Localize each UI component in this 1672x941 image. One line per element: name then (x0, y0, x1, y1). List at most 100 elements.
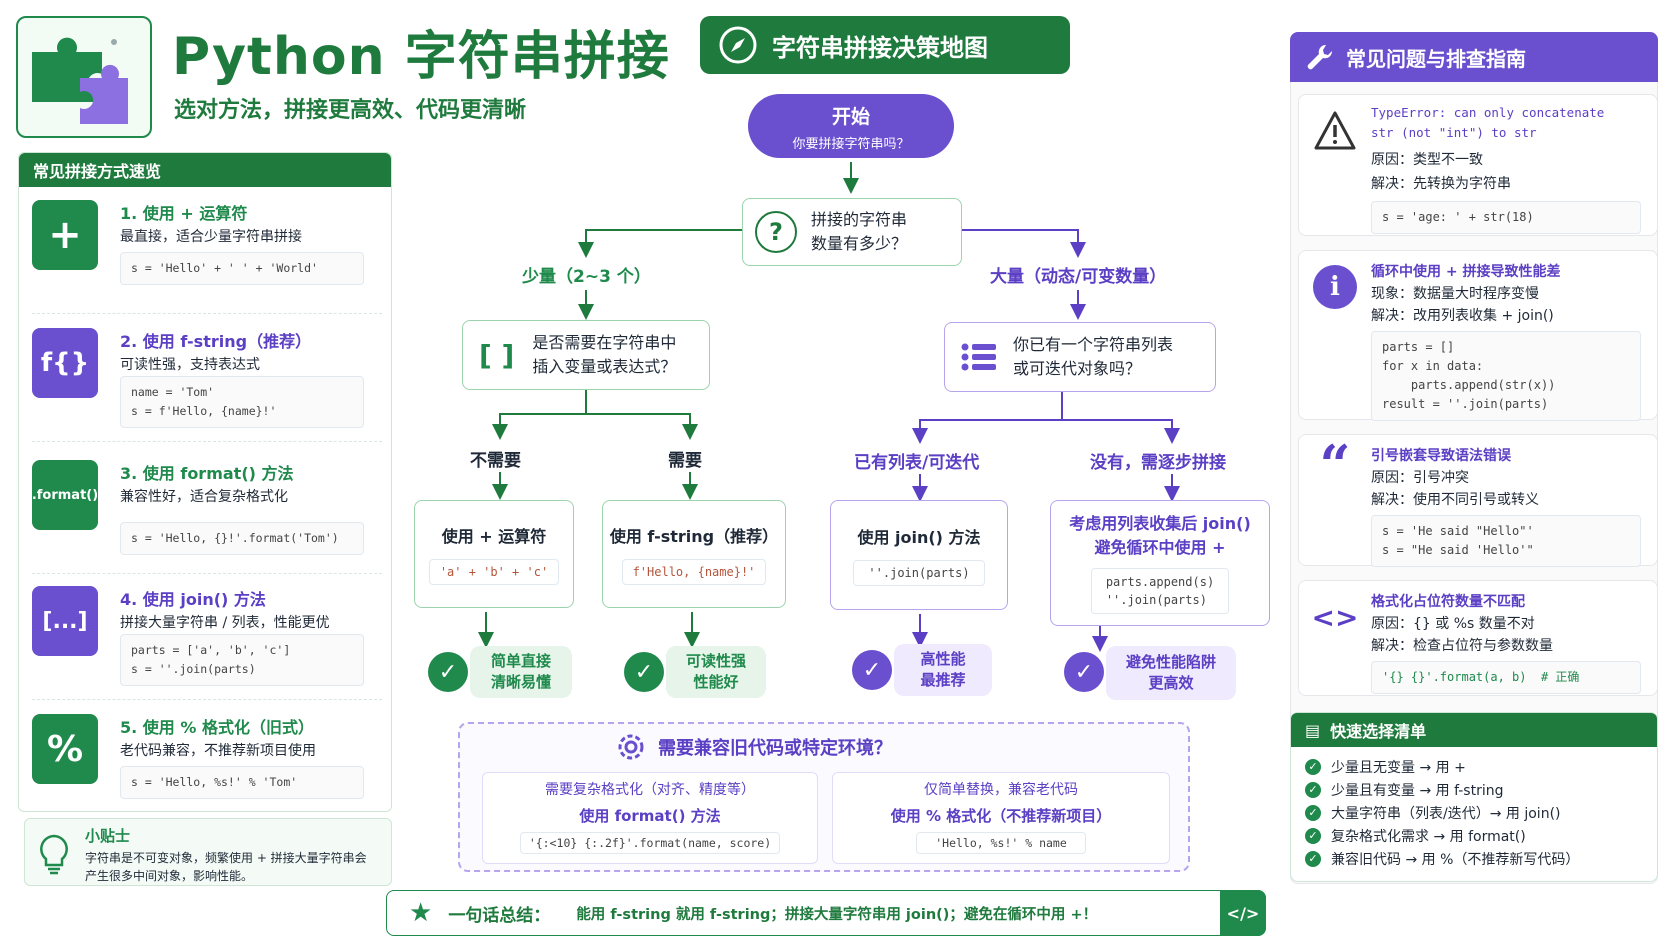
info-icon: i (1313, 265, 1357, 309)
method-code: parts = ['a', 'b', 'c'] s = ''.join(part… (120, 634, 364, 686)
compat-format-card: 需要复杂格式化（对齐、精度等） 使用 format() 方法 '{:<10} {… (482, 772, 818, 864)
checklist-item-text: 兼容旧代码 → 用 %（不推荐新写代码） (1331, 851, 1580, 868)
method-desc: 拼接大量字符串 / 列表，性能更优 (120, 615, 330, 631)
use-join-title: 使用 join() 方法 (857, 528, 981, 547)
method-desc: 最直接，适合少量字符串拼接 (120, 229, 302, 245)
check-icon: ✓ (852, 650, 892, 690)
issue-title: 循环中使用 + 拼接导致性能差 (1371, 264, 1561, 280)
result-fast-line2: 最推荐 (920, 671, 966, 689)
check-icon: ✓ (624, 652, 664, 692)
method-format: .format() 3. 使用 format() 方法 兼容性好，适合复杂格式化… (32, 446, 382, 574)
method-desc: 兼容性好，适合复杂格式化 (120, 489, 288, 505)
method-title: 2. 使用 f-string（推荐） (120, 332, 312, 351)
compat-percent-line1: 仅简单替换，兼容老代码 (924, 782, 1078, 798)
check-icon: ✓ (428, 652, 468, 692)
use-join-box: 使用 join() 方法 ''.join(parts) (830, 500, 1008, 610)
divider (32, 313, 382, 314)
compat-format-code: '{:<10} {:.2f}'.format(name, score) (519, 832, 781, 854)
branch-many: 大量（动态/可变数量） (990, 267, 1167, 287)
method-code: name = 'Tom' s = f'Hello, {name}!' (120, 376, 364, 428)
checklist-item: ✓ 兼容旧代码 → 用 %（不推荐新写代码） (1305, 847, 1643, 870)
branch-has-list: 已有列表/可迭代 (854, 453, 980, 473)
fstring-icon: f{} (32, 328, 98, 398)
compat-percent-card: 仅简单替换，兼容老代码 使用 % 格式化（不推荐新项目） 'Hello, %s!… (832, 772, 1170, 864)
result-readable-line2: 性能好 (693, 673, 739, 691)
question-count-line2: 数量有多少？ (811, 234, 908, 253)
decision-map-title: 字符串拼接决策地图 (700, 16, 1070, 74)
issue-fix: 解决：先转换为字符串 (1371, 176, 1511, 192)
check-icon: ✓ (1305, 804, 1321, 821)
branch-need: 需要 (668, 451, 702, 471)
method-code: s = 'Hello' + ' ' + 'World' (120, 252, 364, 285)
compass-icon (719, 26, 757, 64)
quick-checklist: ▤ 快速选择清单 ✓少量且无变量 → 用 + ✓少量且有变量 → 用 f-str… (1290, 712, 1658, 882)
issue-title-line1: TypeError: can only concatenate (1371, 105, 1605, 120)
plus-icon: + (32, 200, 98, 270)
checklist-item: ✓少量且无变量 → 用 + (1305, 755, 1643, 778)
summary-bar: ★ 一句话总结： 能用 f-string 就用 f-string；拼接大量字符串… (386, 890, 1266, 936)
question-variables-line1: 是否需要在字符串中 (532, 333, 677, 352)
method-title: 5. 使用 % 格式化（旧式） (120, 718, 314, 737)
method-desc: 老代码兼容，不推荐新项目使用 (120, 743, 316, 759)
method-code: s = 'Hello, {}!'.format('Tom') (120, 522, 364, 555)
question-count-line1: 拼接的字符串 (811, 210, 908, 229)
compat-format-line2: 使用 format() 方法 (579, 807, 721, 825)
checklist-item-text: 少量且有变量 → 用 f-string (1331, 782, 1504, 799)
question-list-node: 你已有一个字符串列表 或可迭代对象吗？ (944, 322, 1216, 392)
clipboard-icon: ▤ (1305, 720, 1321, 740)
tip-box: 小贴士 字符串是不可变对象，频繁使用 + 拼接大量字符串会 产生很多中间对象，影… (24, 818, 392, 886)
compat-title: 需要兼容旧代码或特定环境？ (658, 738, 892, 759)
wrench-icon (1307, 44, 1333, 70)
question-list-line1: 你已有一个字符串列表 (1013, 335, 1174, 354)
puzzle-logo (16, 16, 152, 138)
check-icon: ✓ (1305, 850, 1321, 867)
issue-cause: 原因：引号冲突 (1371, 470, 1469, 486)
troubleshooting-header: 常见问题与排查指南 (1290, 32, 1658, 82)
issue-quote-nesting: “ 引号嵌套导致语法错误 原因：引号冲突 解决：使用不同引号或转义 s = 'H… (1298, 433, 1658, 567)
page-subtitle: 选对方法，拼接更高效、代码更清晰 (174, 98, 527, 123)
methods-panel-header: 常见拼接方式速览 (19, 153, 391, 187)
quote-icon: “ (1319, 433, 1351, 497)
method-join: [...] 4. 使用 join() 方法 拼接大量字符串 / 列表，性能更优 … (32, 572, 382, 700)
use-join-code: ''.join(parts) (853, 560, 985, 586)
format-icon: .format() (32, 460, 98, 530)
question-variables-node: [ ] 是否需要在字符串中 插入变量或表达式？ (462, 320, 710, 390)
checklist-item: ✓少量且有变量 → 用 f-string (1305, 778, 1643, 801)
use-collect-code: parts.append(s) ''.join(parts) (1090, 568, 1230, 614)
issue-typeerror: TypeError: can only concatenate str (not… (1298, 94, 1658, 236)
use-plus-code: 'a' + 'b' + 'c' (428, 559, 560, 585)
result-simple-line2: 清晰易懂 (490, 673, 551, 691)
question-icon: ? (755, 211, 797, 253)
method-desc: 可读性强，支持表达式 (120, 357, 260, 373)
summary-label: 一句话总结： (448, 905, 551, 926)
question-variables-line2: 插入变量或表达式？ (532, 357, 677, 376)
issue-fix: 解决：使用不同引号或转义 (1371, 492, 1539, 508)
issue-code: '{} {}'.format(a, b) # 正确 (1371, 661, 1641, 694)
method-title: 3. 使用 format() 方法 (120, 464, 294, 483)
result-simple-line1: 简单直接 (490, 652, 551, 670)
puzzle-icon (32, 37, 128, 124)
result-avoid-trap: 避免性能陷阱 更高效 (1106, 646, 1236, 700)
check-icon: ✓ (1064, 652, 1104, 692)
use-plus-box: 使用 + 运算符 'a' + 'b' + 'c' (414, 500, 574, 608)
compat-percent-line2: 使用 % 格式化（不推荐新项目） (890, 807, 1112, 825)
star-icon: ★ (409, 898, 433, 928)
compat-percent-code: 'Hello, %s!' % name (916, 832, 1086, 854)
divider (32, 573, 382, 574)
compat-header: 需要兼容旧代码或特定环境？ (616, 732, 892, 762)
result-fast: 高性能 最推荐 (894, 644, 992, 696)
use-fstring-code: f'Hello, {name}!' (621, 559, 767, 585)
checklist-item-text: 复杂格式化需求 → 用 format() (1331, 828, 1526, 845)
lightbulb-icon (40, 834, 68, 875)
method-fstring: f{} 2. 使用 f-string（推荐） 可读性强，支持表达式 name =… (32, 314, 382, 442)
issue-title: 格式化占位符数量不匹配 (1371, 594, 1525, 610)
issue-cause: 原因：{} 或 %s 数量不对 (1371, 616, 1535, 632)
decision-map-title-text: 字符串拼接决策地图 (772, 33, 988, 62)
start-title: 开始 (831, 106, 870, 128)
method-percent: % 5. 使用 % 格式化（旧式） 老代码兼容，不推荐新项目使用 s = 'He… (32, 700, 382, 812)
issue-cause: 原因：类型不一致 (1371, 152, 1483, 168)
checklist-item-text: 少量且无变量 → 用 + (1331, 759, 1466, 776)
issue-fix: 解决：检查占位符与参数数量 (1371, 638, 1553, 654)
use-collect-box: 考虑用列表收集后 join() 避免循环中使用 + parts.append(s… (1050, 500, 1270, 626)
